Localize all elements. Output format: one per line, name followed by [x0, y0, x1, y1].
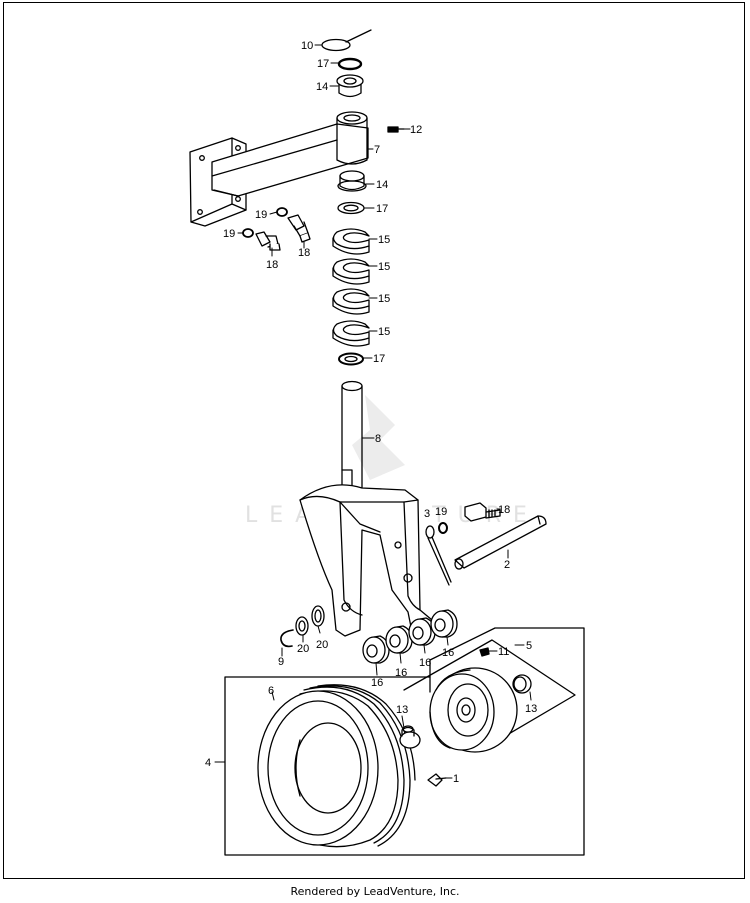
- callout-12: 12: [410, 124, 422, 136]
- part-13-spacer-left: [399, 725, 421, 749]
- callout-17-top: 17: [317, 58, 329, 70]
- leader-lines: [214, 44, 532, 779]
- part-16-bearing-1: [362, 635, 390, 664]
- callout-8: 8: [375, 433, 381, 445]
- callout-7: 7: [374, 144, 380, 156]
- callout-15-c: 15: [378, 293, 390, 305]
- callout-17-bottom: 17: [373, 353, 385, 365]
- callout-1: 1: [453, 773, 459, 785]
- callout-labels: 10 17 14 12 7 14 17 19 19 18 18 15 15 15…: [205, 40, 537, 785]
- callout-3: 3: [424, 508, 430, 520]
- part-15-spacer-4: [332, 320, 370, 347]
- callout-19-left-2: 19: [223, 228, 235, 240]
- callout-20-b: 20: [316, 639, 328, 651]
- part-14-bushing-top: [336, 74, 364, 98]
- part-15-spacer-2: [332, 258, 370, 285]
- part-19-lock-washer-right: [438, 522, 448, 534]
- callout-15-d: 15: [378, 326, 390, 338]
- callout-19-left-1: 19: [255, 209, 267, 221]
- part-19-washer-left-1: [276, 207, 288, 217]
- part-2-axle: [454, 515, 547, 570]
- part-14-bushing-lower: [337, 170, 367, 192]
- part-17-washer-mid: [337, 201, 365, 215]
- callout-14-top: 14: [316, 81, 328, 93]
- part-16-bearing-4: [430, 609, 458, 638]
- callout-18-left-1: 18: [298, 247, 310, 259]
- callout-2: 2: [504, 559, 510, 571]
- part-5-rim-hub: [429, 667, 518, 753]
- part-3-cotter-pin: [425, 525, 452, 586]
- part-13-spacer-right: [512, 674, 532, 694]
- rendered-by-footer: Rendered by LeadVenture, Inc.: [290, 885, 460, 898]
- part-8-caster-fork: [299, 380, 433, 637]
- part-20-washer-a: [295, 616, 309, 636]
- part-7-caster-arm: [189, 111, 369, 227]
- part-9-snap-ring: [280, 629, 294, 648]
- callout-5: 5: [526, 640, 532, 652]
- part-18-bolt-left-2: [255, 231, 281, 251]
- part-18-bolt-right: [464, 502, 501, 522]
- callout-20-a: 20: [297, 643, 309, 655]
- part-16-bearing-2: [385, 625, 413, 654]
- callout-16-d: 16: [442, 647, 454, 659]
- callout-13-right: 13: [525, 703, 537, 715]
- callout-6: 6: [268, 685, 274, 697]
- rim-assembly-outline: [403, 639, 576, 746]
- callout-15-b: 15: [378, 261, 390, 273]
- callout-11: 11: [498, 646, 509, 658]
- part-16-bearing-3: [408, 617, 436, 646]
- callout-10: 10: [301, 40, 313, 52]
- callout-14-lower: 14: [376, 179, 388, 191]
- part-15-spacer-3: [332, 288, 370, 315]
- callout-15-a: 15: [378, 234, 390, 246]
- part-18-bolt-left-1: [287, 214, 311, 243]
- callout-16-b: 16: [395, 667, 407, 679]
- callout-13-left: 13: [396, 704, 408, 716]
- part-11-grease-fitting: [479, 647, 490, 657]
- part-15-spacer-1: [332, 228, 370, 255]
- part-17-washer-bottom: [338, 352, 364, 366]
- part-1-grease-fitting: [427, 773, 447, 787]
- callout-18-right: 18: [498, 504, 510, 516]
- part-20-washer-b: [311, 605, 325, 627]
- callout-9: 9: [278, 656, 284, 668]
- callout-17-mid: 17: [376, 203, 388, 215]
- callout-16-c: 16: [419, 657, 431, 669]
- callout-16-a: 16: [371, 677, 383, 689]
- part-6-tire: [257, 684, 416, 848]
- part-10-lynch-pin: [321, 29, 372, 52]
- wheel-assembly-outline: [224, 627, 585, 856]
- part-12-grease-fitting: [387, 126, 405, 133]
- callout-18-left-2: 18: [266, 259, 278, 271]
- part-17-washer-top: [337, 57, 363, 71]
- part-19-washer-left-2: [242, 228, 254, 238]
- diagram-frame: [3, 2, 745, 879]
- callout-4: 4: [205, 757, 211, 769]
- callout-19-right: 19: [435, 506, 447, 518]
